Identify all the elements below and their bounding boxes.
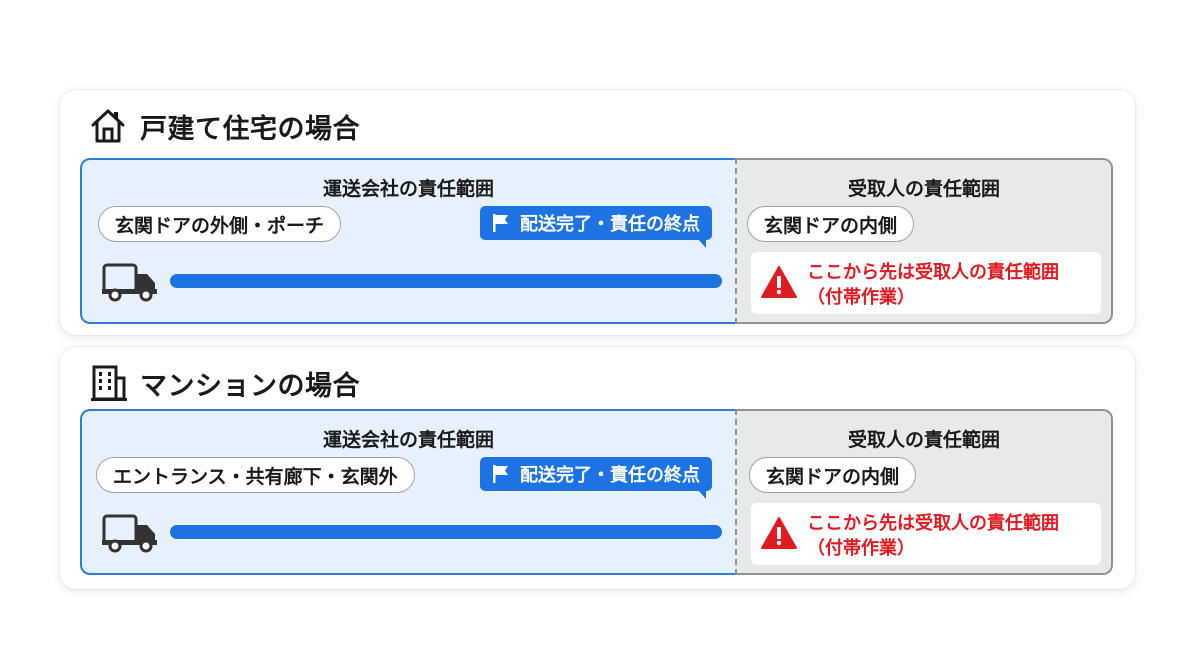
mansion-section-card: マンションの場合 運送会社の責任範囲 エントランス・共有廊下・玄関外 配送完了・… <box>60 347 1135 589</box>
warning-line-2: （付帯作業） <box>807 538 915 559</box>
delivery-complete-label: 配送完了・責任の終点 <box>520 214 700 235</box>
delivery-complete-badge: 配送完了・責任の終点 <box>480 457 712 499</box>
warning-box: ここから先は受取人の責任範囲 （付帯作業） <box>751 503 1101 565</box>
carrier-zone: 運送会社の責任範囲 玄関ドアの外側・ポーチ 配送完了・責任の終点 <box>80 158 735 324</box>
flag-icon <box>492 464 512 484</box>
warning-line-1: ここから先は受取人の責任範囲 <box>807 262 1059 283</box>
receiver-zone-heading: 受取人の責任範囲 <box>847 178 1000 200</box>
truck-icon <box>102 513 158 553</box>
house-section-card: 戸建て住宅の場合 運送会社の責任範囲 玄関ドアの外側・ポーチ 配送完了・責任の終… <box>60 90 1135 335</box>
warning-icon <box>761 517 797 551</box>
carrier-zone-heading: 運送会社の責任範囲 <box>322 429 494 451</box>
carrier-zone: 運送会社の責任範囲 エントランス・共有廊下・玄関外 配送完了・責任の終点 <box>80 409 735 575</box>
receiver-zone: 受取人の責任範囲 玄関ドアの内側 ここから先は受取人の責任範囲 （付帯作業） <box>735 409 1113 575</box>
building-icon <box>88 363 128 403</box>
section-title-text: 戸建て住宅の場合 <box>140 113 360 145</box>
delivery-route-line <box>170 274 722 288</box>
warning-text: ここから先は受取人の責任範囲 （付帯作業） <box>807 260 1059 310</box>
house-icon <box>88 106 128 146</box>
warning-box: ここから先は受取人の責任範囲 （付帯作業） <box>751 252 1101 314</box>
warning-icon <box>761 266 797 300</box>
delivery-complete-badge: 配送完了・責任の終点 <box>480 206 712 248</box>
responsibility-zones: 運送会社の責任範囲 エントランス・共有廊下・玄関外 配送完了・責任の終点 <box>80 409 1113 575</box>
section-title: マンションの場合 <box>88 363 360 403</box>
delivery-route-line <box>170 525 722 539</box>
delivery-complete-label: 配送完了・責任の終点 <box>520 465 700 486</box>
truck-icon <box>102 262 158 302</box>
carrier-point-label: エントランス・共有廊下・玄関外 <box>96 457 415 493</box>
receiver-zone: 受取人の責任範囲 玄関ドアの内側 ここから先は受取人の責任範囲 （付帯作業） <box>735 158 1113 324</box>
receiver-zone-heading: 受取人の責任範囲 <box>847 429 1000 451</box>
responsibility-zones: 運送会社の責任範囲 玄関ドアの外側・ポーチ 配送完了・責任の終点 <box>80 158 1113 324</box>
flag-icon <box>492 213 512 233</box>
warning-text: ここから先は受取人の責任範囲 （付帯作業） <box>807 511 1059 561</box>
warning-line-2: （付帯作業） <box>807 287 915 308</box>
receiver-point-label: 玄関ドアの内側 <box>749 457 917 493</box>
receiver-point-label: 玄関ドアの内側 <box>747 206 915 242</box>
warning-line-1: ここから先は受取人の責任範囲 <box>807 513 1059 534</box>
carrier-point-label: 玄関ドアの外側・ポーチ <box>98 206 342 242</box>
carrier-zone-heading: 運送会社の責任範囲 <box>322 178 494 200</box>
section-title-text: マンションの場合 <box>140 370 360 402</box>
section-title: 戸建て住宅の場合 <box>88 106 360 146</box>
